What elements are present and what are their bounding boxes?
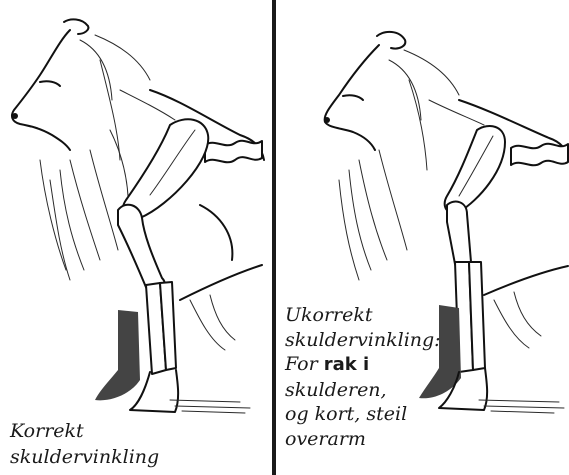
caption-incorrect-line-4: skulderen, [285, 378, 441, 403]
caption-incorrect-line-3-bold: rak i [324, 354, 369, 375]
caption-incorrect-line-3-prefix: For [285, 353, 324, 375]
right-panel-incorrect: Ukorrekt skuldervinkling: For rak i skul… [279, 0, 569, 475]
caption-correct: Korrekt skuldervinkling [10, 418, 159, 470]
caption-incorrect-line-5: og kort, steil [285, 402, 441, 427]
caption-incorrect: Ukorrekt skuldervinkling: For rak i skul… [285, 303, 441, 451]
caption-incorrect-line-6: overarm [285, 427, 441, 452]
caption-incorrect-line-1: Ukorrekt [285, 303, 441, 328]
caption-incorrect-line-2: skuldervinkling: [285, 328, 441, 353]
caption-correct-line-1: Korrekt [10, 418, 159, 444]
caption-incorrect-line-3: For rak i [285, 352, 441, 378]
left-panel-correct: Korrekt skuldervinkling [0, 0, 270, 475]
correct-shoulder-dog-illustration [0, 0, 270, 475]
panel-divider [272, 0, 276, 475]
caption-correct-line-2: skuldervinkling [10, 444, 159, 470]
